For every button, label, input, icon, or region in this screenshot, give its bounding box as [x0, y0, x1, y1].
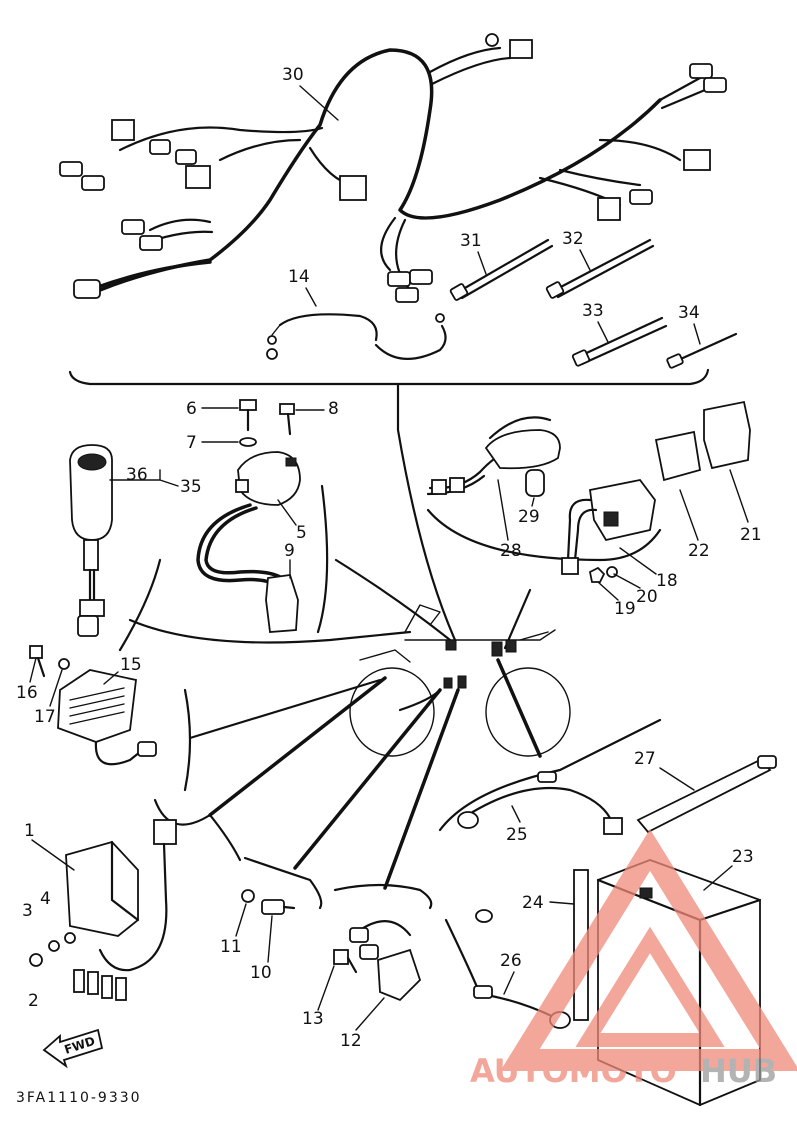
label-22: 22 — [688, 541, 710, 561]
label-32: 32 — [562, 229, 584, 249]
label-18: 18 — [656, 571, 678, 591]
label-13: 13 — [302, 1009, 324, 1029]
label-21: 21 — [740, 525, 762, 545]
diagram-code: 3FA1110-9330 — [16, 1090, 142, 1106]
label-30: 30 — [282, 65, 304, 85]
label-28: 28 — [500, 541, 522, 561]
wire-harness — [59, 33, 727, 303]
label-35: 35 — [180, 477, 202, 497]
label-14: 14 — [288, 267, 310, 287]
label-31: 31 — [460, 231, 482, 251]
label-9: 9 — [284, 541, 295, 561]
label-8: 8 — [328, 399, 339, 419]
cdi-unit — [29, 819, 177, 1001]
label-2: 2 — [28, 991, 39, 1011]
label-17: 17 — [34, 707, 56, 727]
label-12: 12 — [340, 1031, 362, 1051]
label-1: 1 — [24, 821, 35, 841]
label-7: 7 — [186, 433, 197, 453]
watermark-logo: AUTOMOTO HUB — [470, 829, 797, 1090]
label-25: 25 — [506, 825, 528, 845]
label-34: 34 — [678, 303, 700, 323]
label-24: 24 — [522, 893, 544, 913]
label-19: 19 — [614, 599, 636, 619]
relays-21-22 — [654, 400, 751, 482]
label-10: 10 — [250, 963, 272, 983]
ignition-coil-group — [196, 399, 301, 633]
label-33: 33 — [582, 301, 604, 321]
harness-connector — [111, 119, 135, 141]
watermark-text-2: HUB — [700, 1052, 777, 1090]
label-20: 20 — [636, 587, 658, 607]
callout-labels: 1 2 3 4 5 6 7 8 9 10 11 12 13 14 15 16 1… — [16, 65, 762, 1106]
label-11: 11 — [220, 937, 242, 957]
frame-sketch — [349, 604, 571, 757]
fwd-arrow: FWD — [42, 1028, 104, 1069]
label-23: 23 — [732, 847, 754, 867]
label-15: 15 — [120, 655, 142, 675]
neutral-switch — [241, 889, 296, 915]
starter-relay-12 — [333, 920, 422, 1002]
label-26: 26 — [500, 951, 522, 971]
starter-relay — [561, 479, 656, 583]
rectifier-regulator — [29, 645, 157, 766]
label-3: 3 — [22, 901, 33, 921]
watermark-text-1: AUTOMOTO — [470, 1052, 677, 1090]
lead-wire — [266, 313, 447, 360]
cable-bands — [449, 238, 738, 369]
main-switch — [69, 444, 179, 637]
label-4: 4 — [40, 889, 51, 909]
group-brackets — [68, 368, 710, 910]
label-29: 29 — [518, 507, 540, 527]
fuse-holder — [426, 416, 561, 497]
label-6: 6 — [186, 399, 197, 419]
label-27: 27 — [634, 749, 656, 769]
label-16: 16 — [16, 683, 38, 703]
label-5: 5 — [296, 523, 307, 543]
label-36: 36 — [126, 465, 148, 485]
